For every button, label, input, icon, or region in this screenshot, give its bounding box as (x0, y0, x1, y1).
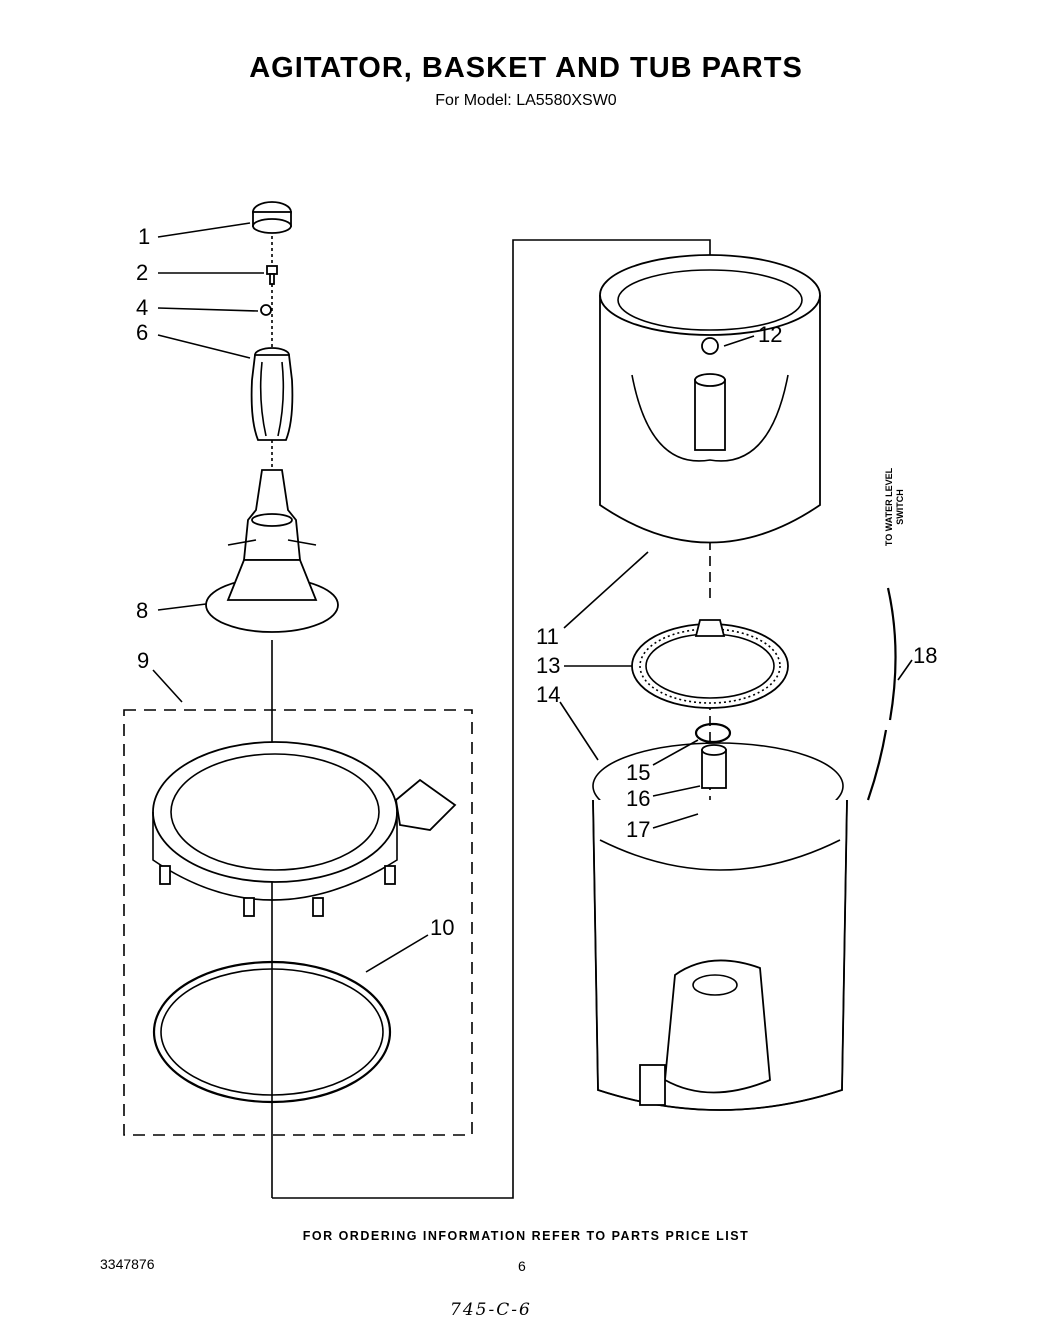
callout-leader-lines (152, 222, 913, 973)
water-level-switch-label: TO WATER LEVEL SWITCH (884, 457, 906, 557)
callout-15: 15 (626, 760, 651, 785)
part-8-agitator-base (205, 469, 339, 633)
callout-17: 17 (626, 817, 651, 842)
part-6-agitator-barrel (250, 347, 294, 441)
document-number: 3347876 (100, 1256, 155, 1272)
assembly-connector-line (272, 239, 711, 1199)
water-level-label-line2: SWITCH (895, 489, 905, 525)
part-10-seal-ring (152, 960, 392, 1104)
part-2-bolt (266, 265, 278, 285)
water-level-label-line1: TO WATER LEVEL (884, 467, 894, 547)
part-18-hose (866, 587, 897, 801)
callout-4: 4 (136, 295, 149, 320)
callout-8: 8 (136, 598, 149, 623)
page-number: 6 (518, 1258, 526, 1274)
handwritten-note: 745-C-6 (450, 1300, 532, 1320)
callout-13: 13 (536, 653, 561, 678)
callout-16: 16 (626, 786, 651, 811)
callout-18: 18 (913, 643, 938, 668)
part-4-clip (260, 304, 272, 316)
part-16-drive-block (701, 744, 727, 789)
callout-2: 2 (136, 260, 149, 285)
part-9-tub-ring (152, 741, 457, 917)
part-15-retaining-ring (694, 722, 732, 744)
callout-10: 10 (430, 915, 455, 940)
part-9-group-box (123, 709, 473, 1136)
callout-12: 12 (758, 322, 783, 347)
part-14-tub (592, 742, 848, 1111)
callout-1: 1 (138, 224, 151, 249)
part-13-hub-plate (631, 619, 789, 709)
ordering-note: FOR ORDERING INFORMATION REFER TO PARTS … (302, 1229, 750, 1243)
model-subtitle: For Model: LA5580XSW0 (435, 92, 617, 109)
callout-11: 11 (536, 624, 559, 649)
callout-6: 6 (136, 320, 149, 345)
part-1-agitator-cap (252, 201, 292, 234)
page-title: AGITATOR, BASKET AND TUB PARTS (249, 52, 803, 84)
part-11-basket (599, 254, 821, 544)
callout-9: 9 (137, 648, 150, 673)
callout-14: 14 (536, 682, 561, 707)
